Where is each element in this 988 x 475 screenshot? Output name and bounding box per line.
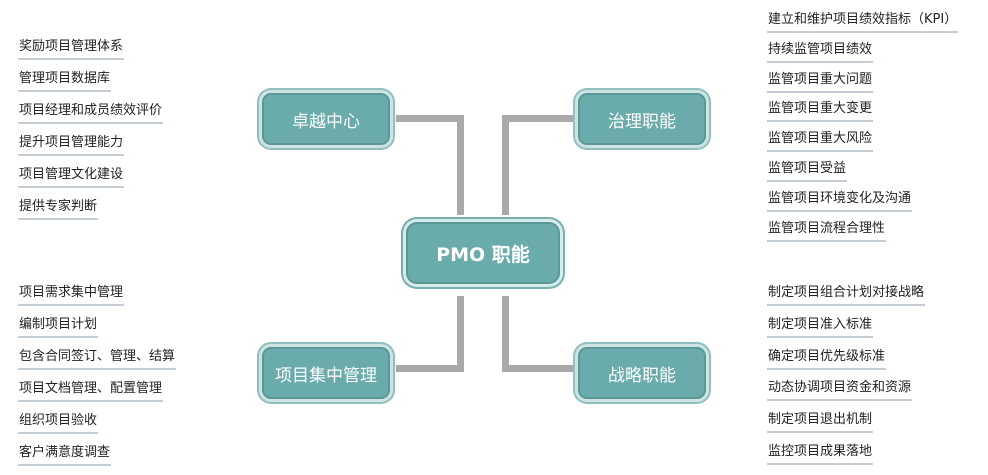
node-strategy[interactable]: 战略职能: [578, 347, 706, 399]
connector-top-left: [396, 115, 464, 215]
node-project-centralized-management[interactable]: 项目集中管理: [262, 347, 390, 399]
node-governance[interactable]: 治理职能: [578, 93, 706, 145]
connector-top-right: [502, 115, 578, 215]
node-pmo-functions[interactable]: PMO 职能: [406, 222, 560, 284]
connector-bottom-left: [396, 296, 464, 372]
node-excellence-center[interactable]: 卓越中心: [262, 93, 390, 145]
connector-bottom-right: [502, 296, 578, 372]
